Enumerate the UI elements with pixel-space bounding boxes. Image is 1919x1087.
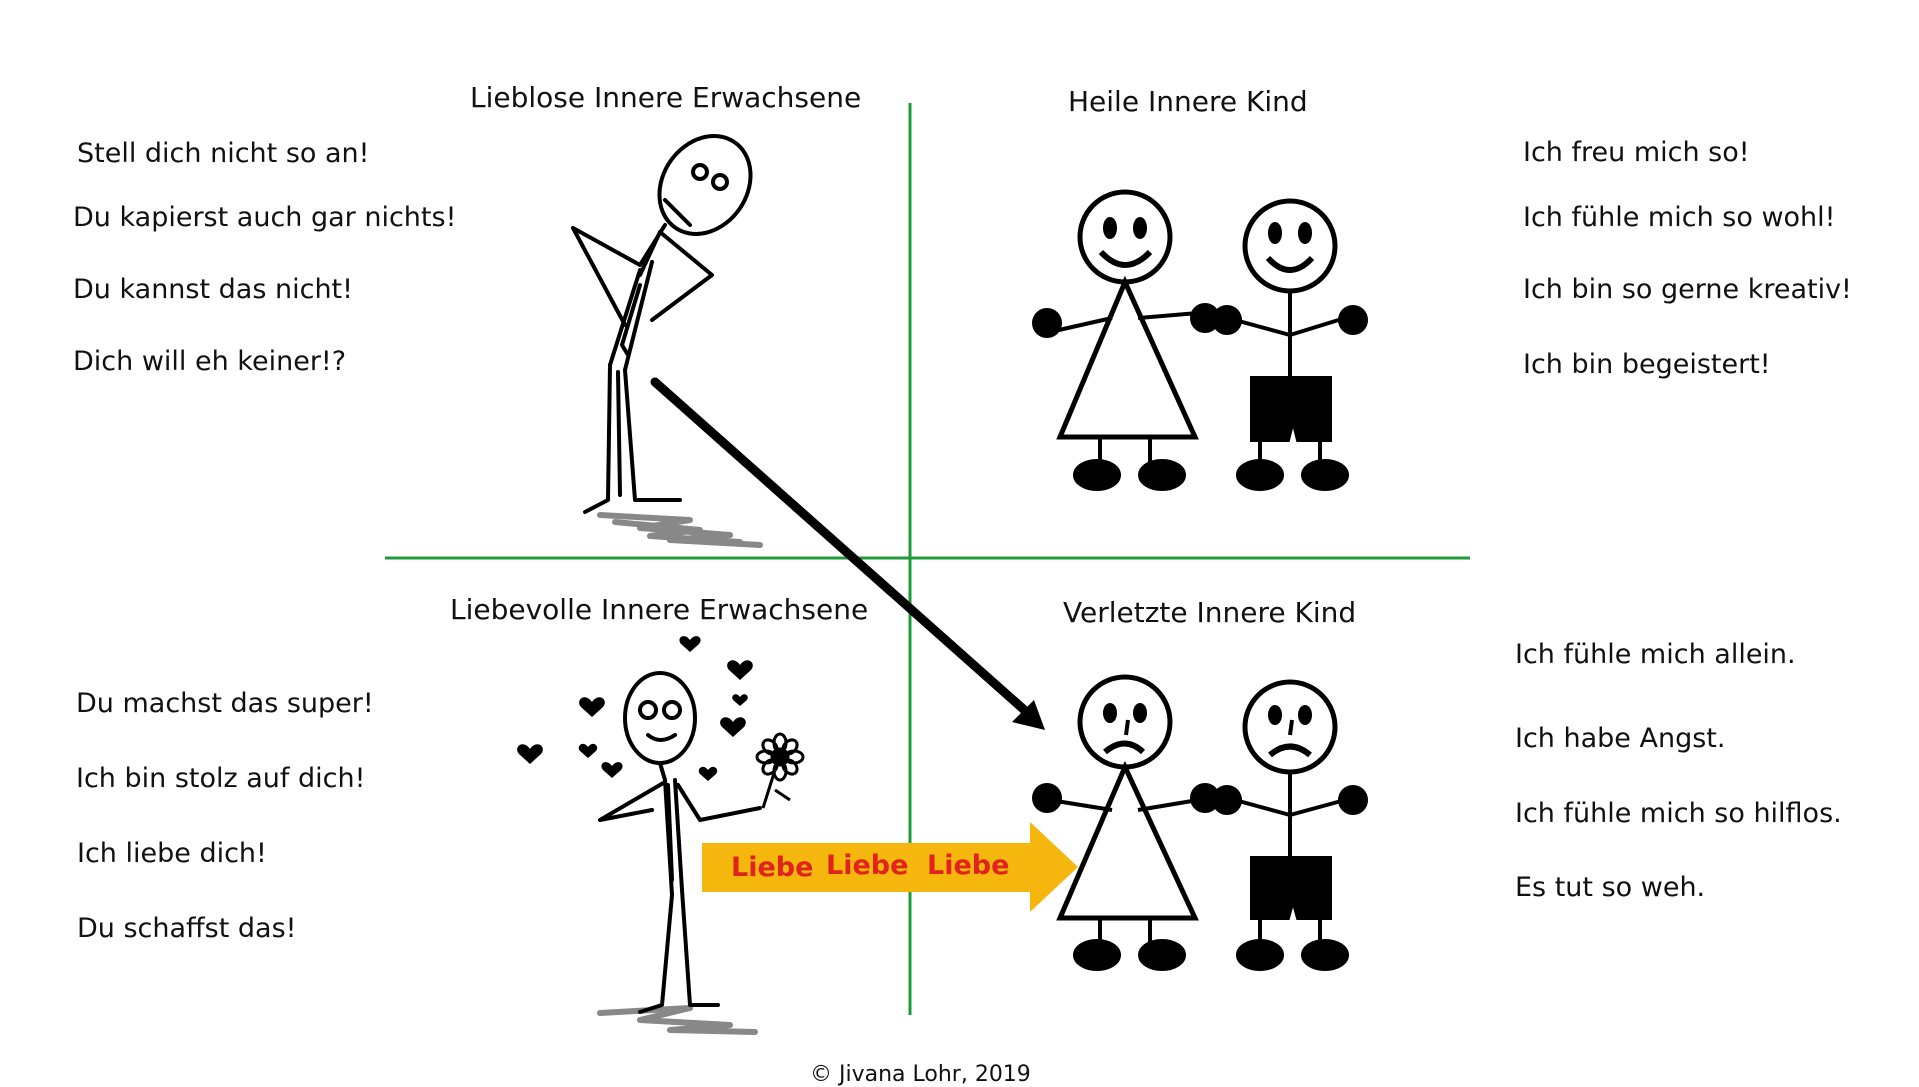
- love-arrow: [702, 822, 1078, 912]
- statement: Du schaffst das!: [77, 913, 297, 944]
- title-loving-adult: Liebevolle Innere Erwachsene: [450, 593, 869, 626]
- statement: Ich habe Angst.: [1515, 723, 1726, 754]
- love-word: Liebe: [731, 852, 814, 883]
- title-unloving-adult: Lieblose Innere Erwachsene: [470, 81, 862, 114]
- ground-shadow-icon: [597, 512, 763, 548]
- flower-icon: [755, 732, 805, 809]
- happy-girl-figure: [1032, 189, 1220, 491]
- hearts-icon: [517, 636, 753, 781]
- loving-adult-figure: [597, 671, 762, 1035]
- copyright-notice: © Jivana Lohr, 2019: [810, 1062, 1031, 1087]
- statement: Dich will eh keiner!?: [73, 346, 347, 377]
- title-healthy-child: Heile Innere Kind: [1068, 85, 1308, 118]
- hurt-arrow-icon: [650, 377, 1045, 730]
- sad-girl-figure: [1032, 674, 1220, 971]
- statement: Es tut so weh.: [1515, 872, 1706, 903]
- ground-shadow-icon: [597, 1005, 758, 1035]
- statement: Stell dich nicht so an!: [77, 138, 370, 169]
- title-hurt-child: Verletzte Innere Kind: [1063, 596, 1357, 629]
- love-word: Liebe: [927, 850, 1010, 881]
- statement: Ich freu mich so!: [1523, 137, 1750, 168]
- unloving-adult-figure: [571, 134, 763, 548]
- statement: Ich bin stolz auf dich!: [76, 763, 366, 794]
- statement: Ich bin begeistert!: [1523, 349, 1771, 380]
- statement: Ich fühle mich allein.: [1515, 639, 1796, 670]
- statement: Ich liebe dich!: [77, 838, 267, 869]
- statement: Du kapierst auch gar nichts!: [73, 202, 457, 233]
- statement: Du kannst das nicht!: [73, 274, 353, 305]
- love-word: Liebe: [826, 850, 909, 881]
- statement: Ich fühle mich so hilflos.: [1515, 798, 1842, 829]
- statement: Ich bin so gerne kreativ!: [1523, 274, 1852, 305]
- statement: Ich fühle mich so wohl!: [1523, 202, 1836, 233]
- sad-boy-figure: [1212, 679, 1368, 971]
- statement: Du machst das super!: [76, 688, 374, 719]
- happy-boy-figure: [1212, 198, 1368, 491]
